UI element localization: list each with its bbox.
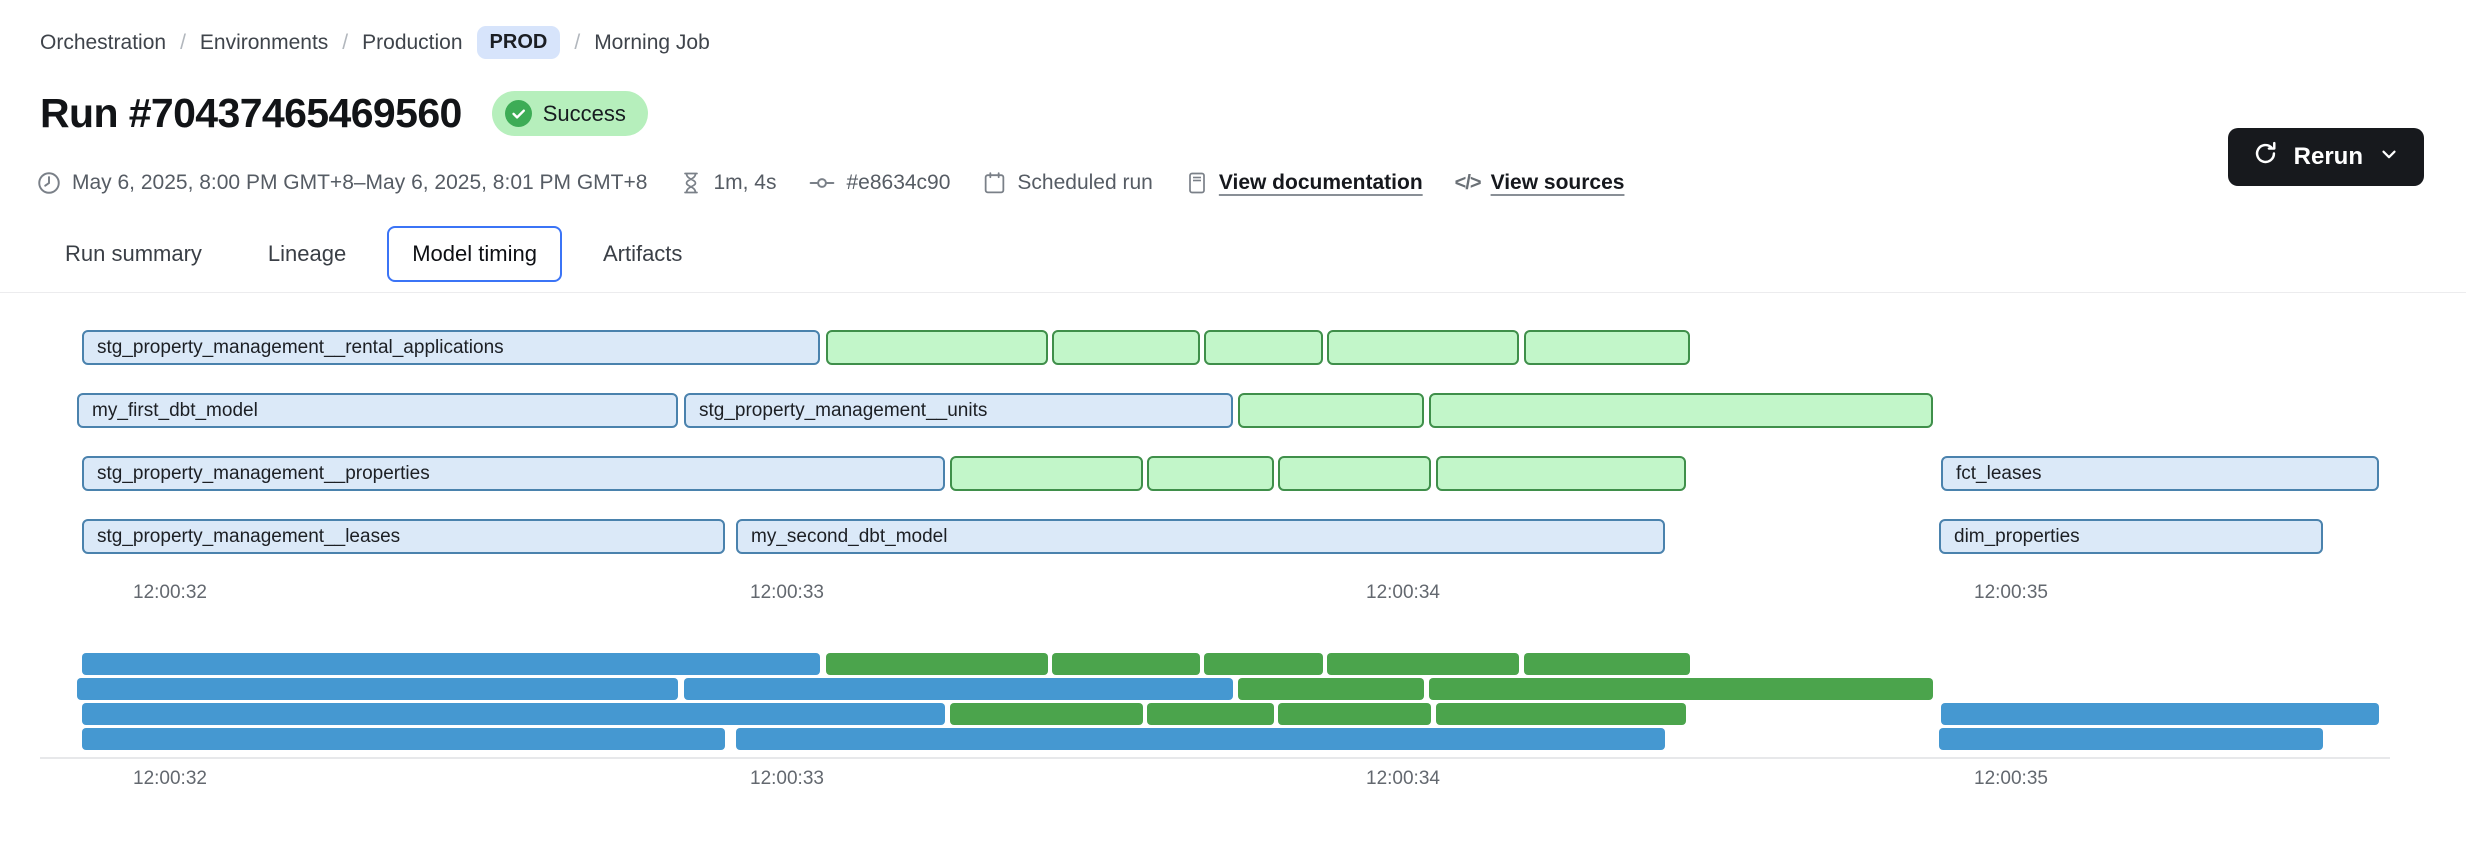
- mini-gantt-bar: [684, 678, 1233, 700]
- gantt-bar-my_first_dbt_model[interactable]: my_first_dbt_model: [77, 393, 678, 428]
- time-axis-tick: 12:00:34: [1366, 768, 1440, 790]
- mini-gantt-bar: [82, 703, 945, 725]
- gantt-bar[interactable]: [1147, 456, 1274, 491]
- time-axis-tick: 12:00:33: [750, 582, 824, 604]
- gantt-bar[interactable]: [950, 456, 1143, 491]
- mini-gantt-bar: [950, 703, 1143, 725]
- mini-gantt-bar: [1327, 653, 1519, 675]
- gantt-bar-stg_property_management__rental_applications[interactable]: stg_property_management__rental_applicat…: [82, 330, 820, 365]
- mini-gantt-bar: [1429, 678, 1933, 700]
- mini-gantt-bar: [1524, 653, 1690, 675]
- gantt-bar[interactable]: [1278, 456, 1431, 491]
- gantt-bar-label: fct_leases: [1943, 463, 2042, 485]
- gantt-bar-stg_property_management__properties[interactable]: stg_property_management__properties: [82, 456, 945, 491]
- gantt-bar-label: dim_properties: [1941, 526, 2080, 548]
- gantt-bar[interactable]: [1327, 330, 1519, 365]
- mini-gantt-bar: [736, 728, 1665, 750]
- mini-gantt-bar: [82, 653, 820, 675]
- gantt-bar[interactable]: [1524, 330, 1690, 365]
- gantt-bar[interactable]: [1238, 393, 1424, 428]
- gantt-bar[interactable]: [1052, 330, 1200, 365]
- mini-gantt-bar: [82, 728, 725, 750]
- gantt-bar-dim_properties[interactable]: dim_properties: [1939, 519, 2323, 554]
- gantt-bar-fct_leases[interactable]: fct_leases: [1941, 456, 2379, 491]
- time-axis-tick: 12:00:32: [133, 768, 207, 790]
- time-axis-tick: 12:00:35: [1974, 768, 2048, 790]
- gantt-bar-label: stg_property_management__rental_applicat…: [84, 337, 504, 359]
- gantt-bar-my_second_dbt_model[interactable]: my_second_dbt_model: [736, 519, 1665, 554]
- gantt-bar-stg_property_management__leases[interactable]: stg_property_management__leases: [82, 519, 725, 554]
- mini-gantt-bar: [826, 653, 1048, 675]
- gantt-bar[interactable]: [826, 330, 1048, 365]
- mini-gantt-bar: [77, 678, 678, 700]
- time-axis-tick: 12:00:32: [133, 582, 207, 604]
- time-axis-tick: 12:00:34: [1366, 582, 1440, 604]
- gantt-bar-stg_property_management__units[interactable]: stg_property_management__units: [684, 393, 1233, 428]
- mini-timeline-divider: [40, 757, 2390, 759]
- gantt-bar-label: stg_property_management__units: [686, 400, 987, 422]
- mini-gantt-bar: [1939, 728, 2323, 750]
- gantt-bar-label: stg_property_management__properties: [84, 463, 430, 485]
- gantt-bar[interactable]: [1204, 330, 1323, 365]
- mini-gantt-bar: [1204, 653, 1323, 675]
- time-axis-tick: 12:00:33: [750, 768, 824, 790]
- mini-gantt-bar: [1941, 703, 2379, 725]
- mini-gantt-bar: [1436, 703, 1686, 725]
- mini-gantt-bar: [1238, 678, 1424, 700]
- mini-gantt-bar: [1278, 703, 1431, 725]
- gantt-bar-label: my_second_dbt_model: [738, 526, 947, 548]
- gantt-bar-label: my_first_dbt_model: [79, 400, 258, 422]
- mini-gantt-bar: [1147, 703, 1274, 725]
- gantt-bar[interactable]: [1436, 456, 1686, 491]
- time-axis-tick: 12:00:35: [1974, 582, 2048, 604]
- gantt-bar[interactable]: [1429, 393, 1933, 428]
- mini-gantt-bar: [1052, 653, 1200, 675]
- gantt-bar-label: stg_property_management__leases: [84, 526, 400, 548]
